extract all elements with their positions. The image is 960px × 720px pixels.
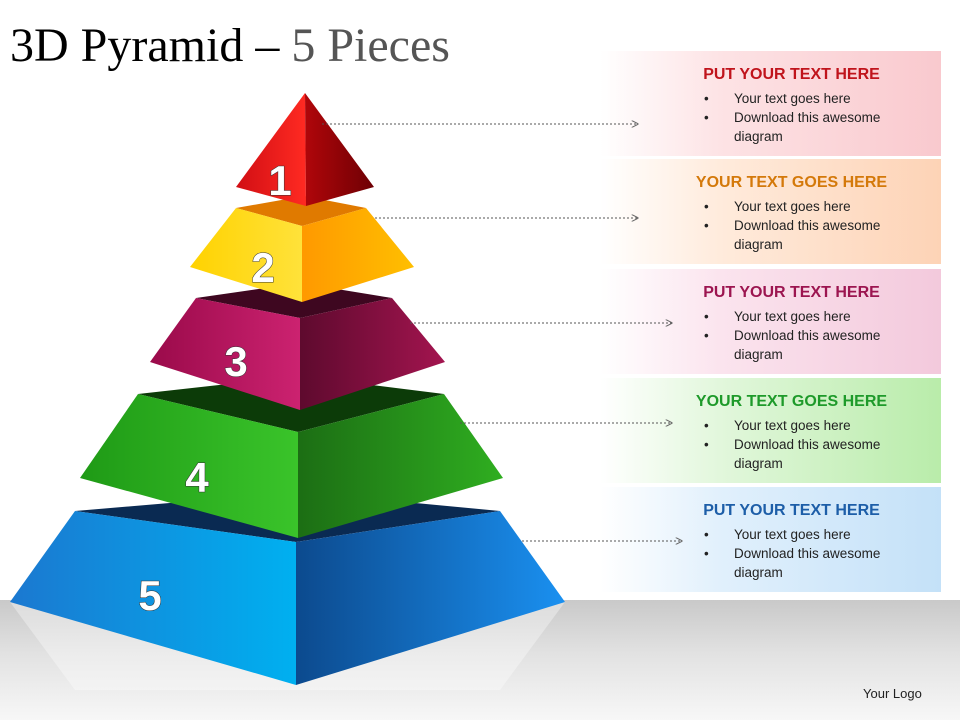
- card-heading: PUT YOUR TEXT HERE: [703, 502, 880, 519]
- slide-title: 3D Pyramid – 5 Pieces: [10, 18, 450, 74]
- pyramid-level-2: [190, 196, 414, 302]
- text-card-1: PUT YOUR TEXT HERE Your text goes here D…: [642, 51, 941, 156]
- pyramid-level-1: [236, 93, 374, 206]
- card-bullet: Your text goes here: [704, 89, 909, 108]
- card-bullets: Your text goes here Download this awesom…: [704, 525, 909, 582]
- text-card-5: PUT YOUR TEXT HERE Your text goes here D…: [642, 487, 941, 592]
- card-bullet: Download this awesome diagram: [704, 216, 909, 254]
- card-bullet: Your text goes here: [704, 416, 909, 435]
- level-number-5: 5: [138, 572, 161, 619]
- card-heading: YOUR TEXT GOES HERE: [695, 393, 888, 410]
- logo-text: Your Logo: [863, 686, 922, 701]
- card-bullet: Download this awesome diagram: [704, 435, 909, 473]
- title-main: 3D Pyramid: [10, 19, 244, 72]
- level-number-3: 3: [224, 338, 247, 385]
- card-bullet: Download this awesome diagram: [704, 108, 909, 146]
- text-card-4: YOUR TEXT GOES HERE Your text goes here …: [642, 378, 941, 483]
- card-heading: PUT YOUR TEXT HERE: [703, 66, 880, 83]
- card-bullet: Your text goes here: [704, 197, 909, 216]
- pyramid-level-3: [150, 283, 445, 410]
- card-bullets: Your text goes here Download this awesom…: [704, 416, 909, 473]
- card-bullet: Download this awesome diagram: [704, 544, 909, 582]
- card-bullets: Your text goes here Download this awesom…: [704, 89, 909, 146]
- level-number-4: 4: [185, 454, 209, 501]
- title-sub: 5 Pieces: [291, 19, 450, 72]
- card-bullet: Your text goes here: [704, 307, 909, 326]
- card-bullet: Download this awesome diagram: [704, 326, 909, 364]
- card-heading: YOUR TEXT GOES HERE: [695, 174, 888, 191]
- level-number-2: 2: [251, 244, 274, 291]
- card-bullets: Your text goes here Download this awesom…: [704, 197, 909, 254]
- title-dash: –: [243, 19, 292, 72]
- card-heading: PUT YOUR TEXT HERE: [703, 284, 880, 301]
- text-card-2: YOUR TEXT GOES HERE Your text goes here …: [642, 159, 941, 264]
- card-bullets: Your text goes here Download this awesom…: [704, 307, 909, 364]
- card-bullet: Your text goes here: [704, 525, 909, 544]
- level-number-1: 1: [268, 157, 291, 204]
- text-card-3: PUT YOUR TEXT HERE Your text goes here D…: [642, 269, 941, 374]
